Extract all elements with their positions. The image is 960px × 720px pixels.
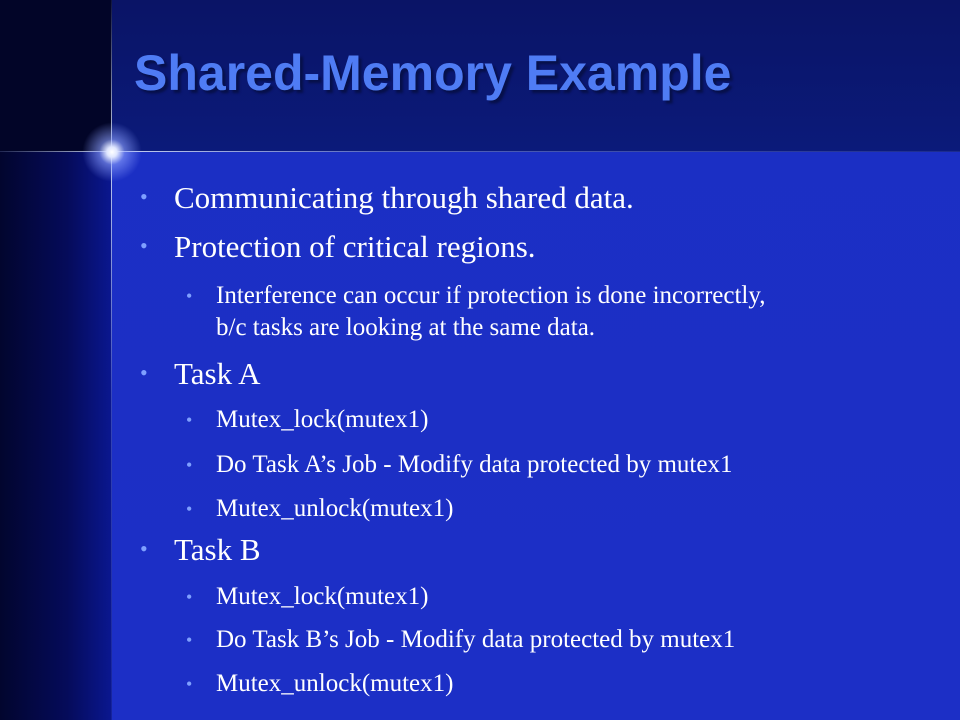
bullet-icon: • xyxy=(186,410,193,430)
sub-bullet-item: • Interference can occur if protection i… xyxy=(186,280,766,344)
bullet-text: Do Task B’s Job - Modify data protected … xyxy=(216,626,736,653)
slide-title: Shared-Memory Example xyxy=(134,45,732,101)
bullet-item: • Task B xyxy=(140,532,261,568)
bullet-text: Task B xyxy=(174,532,261,567)
bullet-text: Mutex_unlock(mutex1) xyxy=(216,670,454,697)
bullet-text: Task A xyxy=(174,356,261,391)
bullet-icon: • xyxy=(140,536,148,561)
sub-bullet-item: • Mutex_unlock(mutex1) xyxy=(186,668,454,700)
bullet-icon: • xyxy=(140,184,148,209)
bullet-item: • Protection of critical regions. xyxy=(140,229,536,265)
light-flare xyxy=(82,122,142,182)
bullet-icon: • xyxy=(186,587,193,607)
bullet-icon: • xyxy=(186,286,193,306)
header-band xyxy=(0,0,960,152)
bullet-icon: • xyxy=(186,499,193,519)
bullet-item: • Communicating through shared data. xyxy=(140,180,634,216)
sub-bullet-item: • Do Task A’s Job - Modify data protecte… xyxy=(186,449,733,481)
horizontal-rule xyxy=(0,151,960,152)
bullet-text: Do Task A’s Job - Modify data protected … xyxy=(216,451,733,478)
bullet-text: Mutex_lock(mutex1) xyxy=(216,406,429,433)
bullet-text-continued: b/c tasks are looking at the same data. xyxy=(216,314,596,341)
bullet-icon: • xyxy=(140,360,148,385)
bullet-icon: • xyxy=(186,630,193,650)
bullet-icon: • xyxy=(140,233,148,258)
bullet-icon: • xyxy=(186,674,193,694)
sub-bullet-item: • Mutex_unlock(mutex1) xyxy=(186,493,454,525)
bullet-text: Interference can occur if protection is … xyxy=(216,282,766,309)
bullet-item: • Task A xyxy=(140,356,261,392)
sub-bullet-item: • Mutex_lock(mutex1) xyxy=(186,404,429,436)
bullet-icon: • xyxy=(186,455,193,475)
sub-bullet-item: • Do Task B’s Job - Modify data protecte… xyxy=(186,624,736,656)
corner-block xyxy=(0,0,112,152)
bullet-text: Mutex_unlock(mutex1) xyxy=(216,495,454,522)
vertical-rule xyxy=(111,0,112,720)
bullet-text: Protection of critical regions. xyxy=(174,229,536,264)
bullet-text: Mutex_lock(mutex1) xyxy=(216,583,429,610)
bullet-text: Communicating through shared data. xyxy=(174,180,634,215)
sub-bullet-item: • Mutex_lock(mutex1) xyxy=(186,581,429,613)
